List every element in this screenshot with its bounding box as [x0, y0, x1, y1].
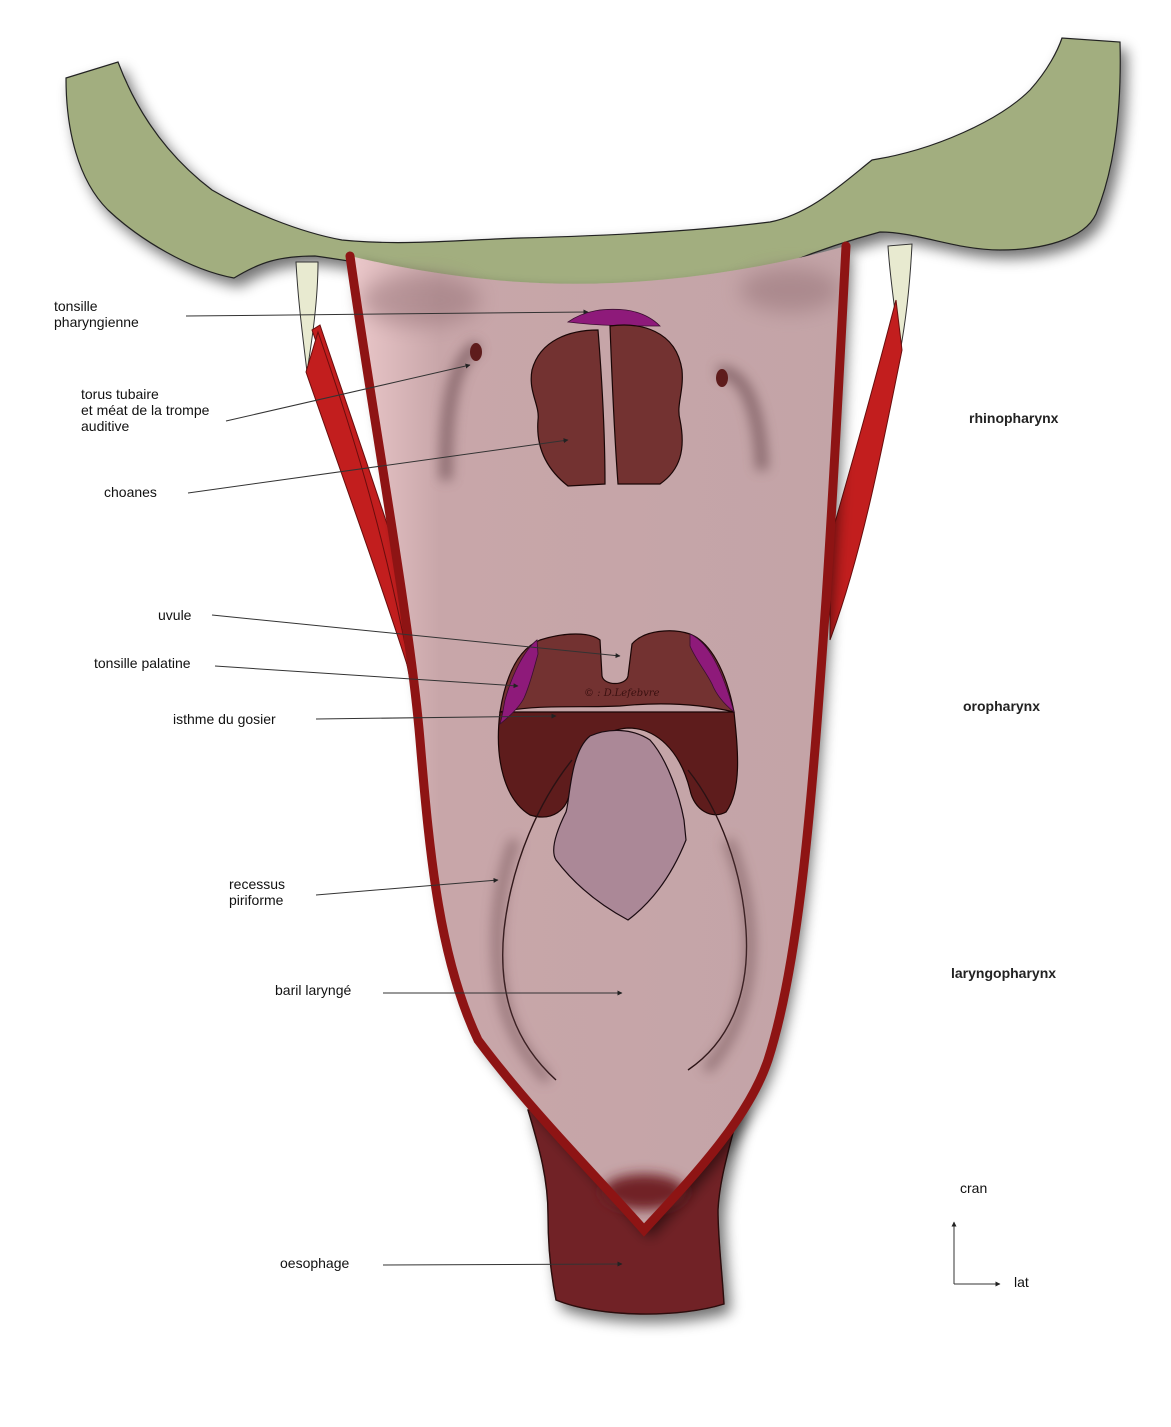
label-choanes: choanes — [104, 484, 157, 500]
copyright-mark: © : D.Lefebvre — [584, 688, 660, 699]
orientation-cran: cran — [960, 1180, 987, 1196]
skull-base-bone — [66, 38, 1120, 285]
label-baril-larynge: baril laryngé — [275, 982, 351, 998]
right-choana — [610, 325, 682, 484]
region-oropharynx: oropharynx — [963, 698, 1040, 714]
label-isthme-du-gosier: isthme du gosier — [173, 711, 276, 727]
label-tonsille-palatine: tonsille palatine — [94, 655, 191, 671]
label-torus-tubaire: torus tubaire et méat de la trompe audit… — [81, 386, 209, 434]
label-oesophage: oesophage — [280, 1255, 349, 1271]
label-recessus-piriforme: recessus piriforme — [229, 876, 285, 908]
right-auditive-meatus — [716, 369, 728, 387]
orientation-axes — [954, 1222, 1000, 1284]
left-auditive-meatus — [470, 343, 482, 361]
orientation-lat: lat — [1014, 1274, 1029, 1290]
label-uvule: uvule — [158, 607, 191, 623]
region-laryngopharynx: laryngopharynx — [951, 965, 1056, 981]
label-tonsille-pharyngienne: tonsille pharyngienne — [54, 298, 139, 330]
region-rhinopharynx: rhinopharynx — [969, 410, 1058, 426]
